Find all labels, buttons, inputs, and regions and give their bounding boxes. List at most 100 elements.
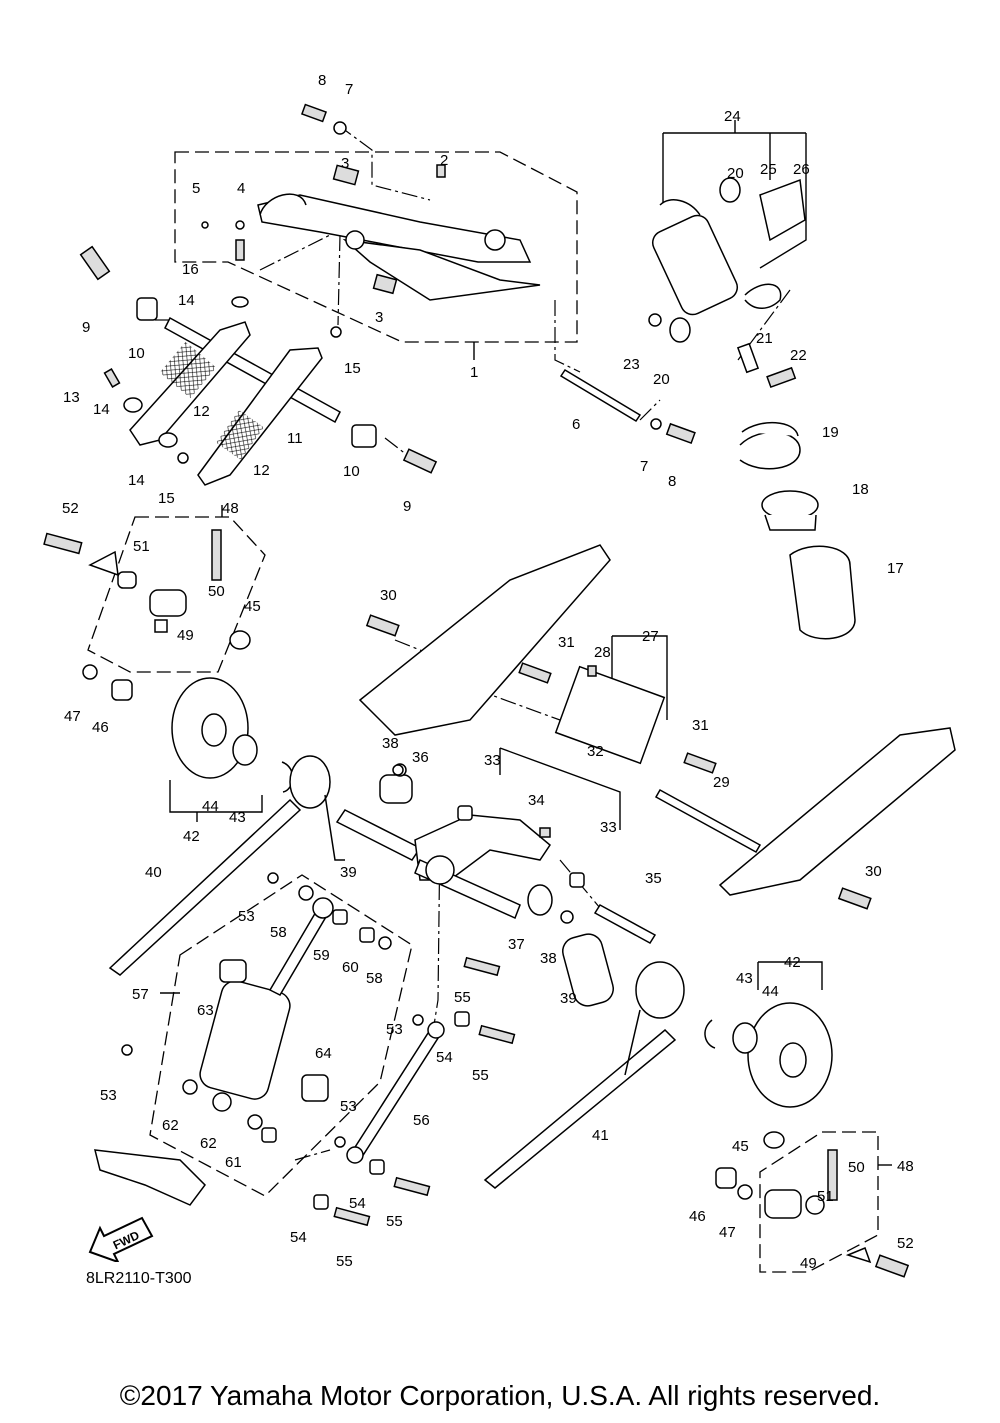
callout-47: 47 [719, 1224, 736, 1241]
callout-50: 50 [848, 1159, 865, 1176]
callout-52: 52 [897, 1235, 914, 1252]
callout-55: 55 [336, 1253, 353, 1270]
callout-10: 10 [343, 463, 360, 480]
callout-24: 24 [724, 108, 741, 125]
callout-15: 15 [344, 360, 361, 377]
callout-55: 55 [454, 989, 471, 1006]
callout-1: 1 [470, 364, 478, 381]
callout-21: 21 [756, 330, 773, 347]
callout-54: 54 [436, 1049, 453, 1066]
callout-57: 57 [132, 986, 149, 1003]
callout-53: 53 [340, 1098, 357, 1115]
callout-12: 12 [193, 403, 210, 420]
callout-25: 25 [760, 161, 777, 178]
callout-15: 15 [158, 490, 175, 507]
callout-35: 35 [645, 870, 662, 887]
callout-49: 49 [800, 1255, 817, 1272]
callout-45: 45 [732, 1138, 749, 1155]
callout-3: 3 [375, 309, 383, 326]
callout-33: 33 [484, 752, 501, 769]
callout-60: 60 [342, 959, 359, 976]
callout-3: 3 [341, 155, 349, 172]
copyright-notice: ©2017 Yamaha Motor Corporation, U.S.A. A… [119, 1380, 881, 1411]
callout-34: 34 [528, 792, 545, 809]
callout-63: 63 [197, 1002, 214, 1019]
callout-33: 33 [600, 819, 617, 836]
callout-14: 14 [178, 292, 195, 309]
callout-5: 5 [192, 180, 200, 197]
callout-42: 42 [784, 954, 801, 971]
callout-51: 51 [817, 1188, 834, 1205]
callout-41: 41 [592, 1127, 609, 1144]
callout-62: 62 [200, 1135, 217, 1152]
callout-12: 12 [253, 462, 270, 479]
callout-40: 40 [145, 864, 162, 881]
callout-30: 30 [380, 587, 397, 604]
callout-55: 55 [472, 1067, 489, 1084]
callout-23: 23 [623, 356, 640, 373]
callout-58: 58 [270, 924, 287, 941]
callout-52: 52 [62, 500, 79, 517]
callout-20: 20 [653, 371, 670, 388]
callout-38: 38 [382, 735, 399, 752]
parts [43, 103, 956, 1278]
callout-44: 44 [202, 798, 219, 815]
callout-59: 59 [313, 947, 330, 964]
callout-54: 54 [290, 1229, 307, 1246]
callout-53: 53 [238, 908, 255, 925]
assembly-outlines [87, 151, 879, 1273]
callout-62: 62 [162, 1117, 179, 1134]
callout-53: 53 [386, 1021, 403, 1038]
callout-13: 13 [63, 389, 80, 406]
callout-47: 47 [64, 708, 81, 725]
callout-54: 54 [349, 1195, 366, 1212]
callout-49: 49 [177, 627, 194, 644]
callout-45: 45 [244, 598, 261, 615]
callout-31: 31 [692, 717, 709, 734]
callout-22: 22 [790, 347, 807, 364]
callout-28: 28 [594, 644, 611, 661]
callout-16: 16 [182, 261, 199, 278]
callout-9: 9 [82, 319, 90, 336]
callout-50: 50 [208, 583, 225, 600]
callout-10: 10 [128, 345, 145, 362]
callout-27: 27 [642, 628, 659, 645]
callout-44: 44 [762, 983, 779, 1000]
callout-42: 42 [183, 828, 200, 845]
callout-19: 19 [822, 424, 839, 441]
callout-55: 55 [386, 1213, 403, 1230]
callout-39: 39 [560, 990, 577, 1007]
callout-9: 9 [403, 498, 411, 515]
callout-58: 58 [366, 970, 383, 987]
callout-14: 14 [128, 472, 145, 489]
callout-48: 48 [897, 1158, 914, 1175]
callout-7: 7 [345, 81, 353, 98]
callout-36: 36 [412, 749, 429, 766]
callout-46: 46 [689, 1208, 706, 1225]
callout-6: 6 [572, 416, 580, 433]
callout-8: 8 [318, 72, 326, 89]
callout-51: 51 [133, 538, 150, 555]
callout-17: 17 [887, 560, 904, 577]
callout-29: 29 [713, 774, 730, 791]
callout-46: 46 [92, 719, 109, 736]
fwd-arrow-icon: FWD [88, 1216, 154, 1262]
callout-8: 8 [668, 473, 676, 490]
group-brackets [160, 120, 892, 1166]
callout-14: 14 [93, 401, 110, 418]
callout-61: 61 [225, 1154, 242, 1171]
callout-31: 31 [558, 634, 575, 651]
callout-64: 64 [315, 1045, 332, 1062]
callout-43: 43 [736, 970, 753, 987]
callout-11: 11 [287, 430, 303, 447]
callout-43: 43 [229, 809, 246, 826]
callout-26: 26 [793, 161, 810, 178]
callout-18: 18 [852, 481, 869, 498]
callout-7: 7 [640, 458, 648, 475]
callout-labels: 1 2 3 3 4 5 6 7 7 8 8 9 9 10 10 11 12 12… [62, 72, 914, 1272]
callout-2: 2 [440, 152, 448, 169]
diagram-code: 8LR2110-T300 [86, 1270, 192, 1287]
callout-39: 39 [340, 864, 357, 881]
callout-38: 38 [540, 950, 557, 967]
